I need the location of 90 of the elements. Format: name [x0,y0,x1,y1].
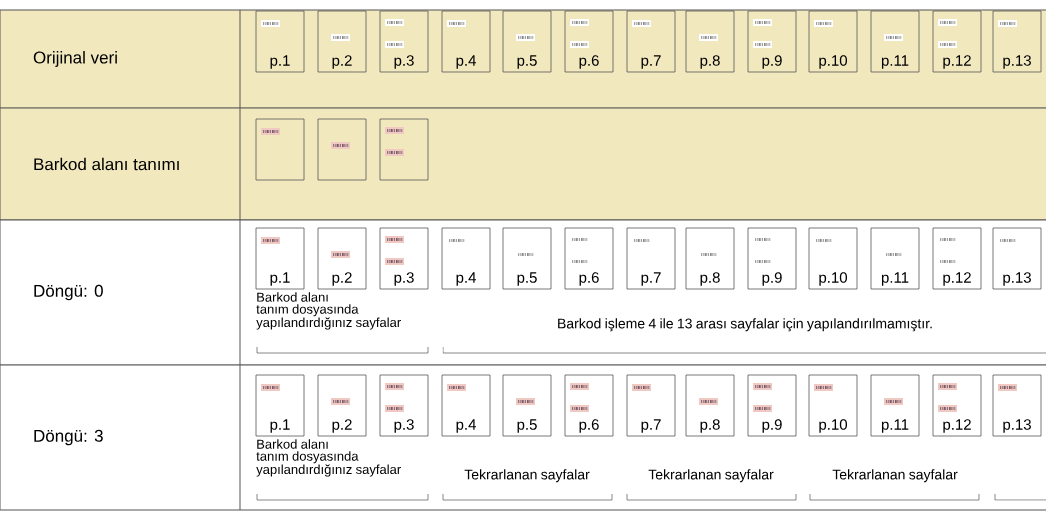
page-thumbnail [747,10,797,73]
page-thumbnail [379,227,429,290]
node-label: p.11 [881,272,909,286]
node-label: p.1 [270,272,290,286]
page-thumbnail [255,118,305,181]
node-label: p.4 [456,272,476,286]
caption: Barkod alanı tanım dosyasında yapılandırdığınız sayfalar [256,439,401,477]
page-thumbnail [992,227,1042,290]
node-label: p.8 [700,55,720,69]
page-thumbnail [255,227,305,290]
caption: Tekrarlanan sayfalar [464,469,590,483]
node-label: p.11 [881,419,909,433]
page-thumbnail [685,374,735,437]
node-label: p.9 [762,55,782,69]
page-thumbnail [502,10,552,73]
node-label: p.2 [332,55,352,69]
node-label: p.7 [641,419,661,433]
node-label: p.3 [394,419,414,433]
page-thumbnail [255,374,305,437]
page-thumbnail [747,227,797,290]
node-label: p.6 [579,272,599,286]
node-label: p.7 [641,272,661,286]
node-label: p.8 [700,419,720,433]
page-thumbnail [441,374,491,437]
node-label: p.10 [819,419,848,433]
node-label: p.10 [819,55,848,69]
page-thumbnail [379,118,429,181]
node-label: Orijinal veri [33,51,117,67]
page-thumbnail [685,10,735,73]
page-thumbnail [564,374,614,437]
page-thumbnail [255,10,305,73]
node-label: p.5 [517,55,537,69]
page-thumbnail [685,227,735,290]
node-label: p.13 [1003,419,1031,433]
page-thumbnail [932,10,982,73]
caption: Tekrarlanan sayfalar [832,469,958,483]
node-label: p.13 [1003,272,1031,286]
page-thumbnail [317,10,367,73]
node-label: p.2 [332,419,352,433]
node-label: p.4 [456,55,476,69]
node-label: p.3 [394,272,414,286]
page-thumbnail [317,118,367,181]
node-label: p.6 [579,55,599,69]
page-thumbnail [564,10,614,73]
node-label: p.1 [270,55,290,69]
page-thumbnail [932,227,982,290]
page-thumbnail [502,227,552,290]
caption: Barkod alanı tanım dosyasında yapılandırdığınız sayfalar [256,292,401,330]
page-thumbnail [441,10,491,73]
node-label: p.1 [270,419,290,433]
page-thumbnail [626,227,676,290]
caption: Barkod işleme 4 ile 13 arası sayfalar için yapılandırılmamıştır. [558,318,932,332]
page-thumbnail [317,227,367,290]
page-thumbnail [932,374,982,437]
page-thumbnail [808,227,858,290]
node-label: p.6 [579,419,599,433]
page-thumbnail [502,374,552,437]
node-label: p.5 [517,419,537,433]
node-label: p.12 [943,55,971,69]
page-thumbnail [808,374,858,437]
page-thumbnail [992,374,1042,437]
page-thumbnail [379,10,429,73]
page-thumbnail [379,374,429,437]
node-label: p.8 [700,272,720,286]
caption: Tekrarlanan sayfalar [648,469,774,483]
page-thumbnail [564,227,614,290]
node-label: p.5 [517,272,537,286]
node-label: p.7 [641,55,661,69]
node-label: p.13 [1003,55,1031,69]
node-label: p.9 [762,272,782,286]
page-thumbnail [992,10,1042,73]
node-label: p.12 [943,272,971,286]
page-thumbnail [870,227,920,290]
page-thumbnail [747,374,797,437]
page-thumbnail [808,10,858,73]
node-label: Döngü: 0 [34,284,103,301]
node-label: p.10 [819,272,848,286]
page-thumbnail [317,374,367,437]
page-thumbnail [441,227,491,290]
node-label: p.12 [943,419,971,433]
page-thumbnail [626,10,676,73]
node-label: p.11 [881,55,909,69]
page-thumbnail [870,10,920,73]
node-label: p.9 [762,419,782,433]
node-label: p.4 [456,419,476,433]
node-label: p.2 [332,272,352,286]
page-thumbnail [626,374,676,437]
page-thumbnail [870,374,920,437]
row-band: Barkod alanı tanımı [0,107,1046,221]
node-label: p.3 [394,55,414,69]
